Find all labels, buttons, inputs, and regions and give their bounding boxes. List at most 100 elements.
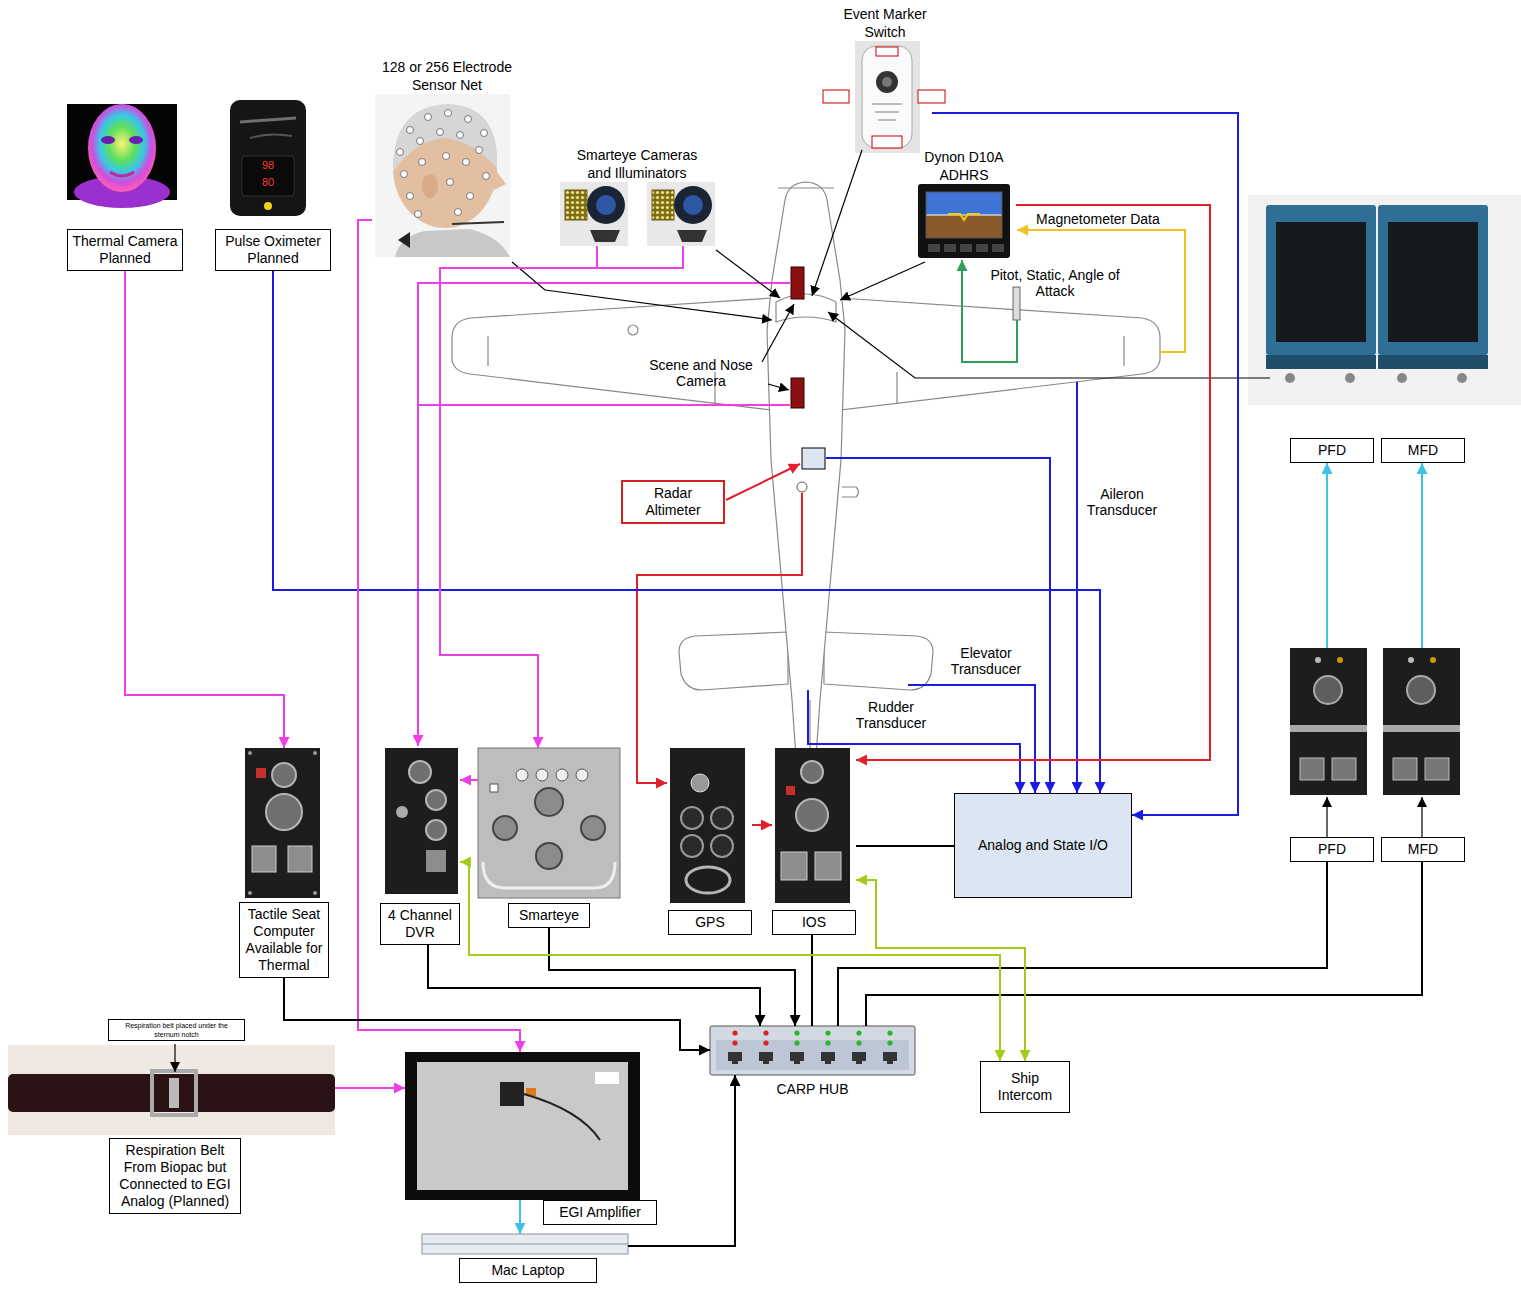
signal-connector xyxy=(1421,463,1423,648)
figure-area xyxy=(560,182,715,246)
signal-wire xyxy=(418,283,790,746)
belt-photo xyxy=(8,1045,335,1135)
thermal-image xyxy=(110,172,134,176)
node-text: 4 Channel DVR xyxy=(385,907,455,941)
device-panel xyxy=(385,748,458,894)
signal-connector xyxy=(125,271,284,748)
eeg-photo xyxy=(481,130,488,137)
aircraft-outline xyxy=(842,487,859,497)
node-text: Mac Laptop xyxy=(464,1262,592,1279)
display-photo xyxy=(1397,373,1407,383)
device-panel xyxy=(535,788,563,816)
amplifier-photo xyxy=(500,1082,524,1106)
belt-photo: Respiration Belt From Biopac but Connect… xyxy=(8,1045,335,1214)
node-heading: Event Marker Switch xyxy=(838,5,932,41)
display-photo xyxy=(1276,222,1366,342)
signal-connector xyxy=(932,113,1238,815)
device-panel xyxy=(1430,657,1436,663)
thermal-image xyxy=(67,104,177,208)
device-panel xyxy=(426,820,446,840)
leader-line xyxy=(840,262,925,300)
eeg-photo xyxy=(375,94,510,257)
caption-box: EGI Amplifier xyxy=(543,1200,657,1225)
node-text: Smarteye xyxy=(513,907,585,924)
signal-connector xyxy=(428,945,760,1026)
signal-connector xyxy=(460,779,478,781)
signal-wire xyxy=(418,230,1185,793)
device-panel xyxy=(248,751,252,755)
display-label: MFD xyxy=(1381,438,1465,463)
device-panel xyxy=(313,751,317,755)
aircraft-outline xyxy=(778,187,834,188)
eeg-photo xyxy=(455,209,462,216)
caption-box: Mac Laptop xyxy=(459,1258,597,1283)
leader-line xyxy=(175,150,1422,1072)
eeg-photo xyxy=(375,94,510,257)
leader-line xyxy=(1326,797,1327,837)
adhrs-photo xyxy=(926,192,1002,215)
display-photo xyxy=(1266,205,1376,355)
switch-photo: Event Marker Switch xyxy=(838,5,932,153)
device-panel xyxy=(711,835,733,857)
tracker-panel: Smarteye xyxy=(478,748,620,928)
camera-photo: Smarteye Cameras and Illuminators xyxy=(556,146,718,246)
node-heading: 128 or 256 Electrode Sensor Net xyxy=(372,58,522,94)
hub-device xyxy=(732,1040,737,1045)
eeg-photo xyxy=(415,211,422,218)
hub-device xyxy=(856,1040,861,1045)
intercom-box: Ship Intercom xyxy=(980,1061,1070,1113)
adhrs-photo xyxy=(960,244,972,252)
hub-device xyxy=(825,1030,830,1035)
device-panel xyxy=(409,761,431,783)
device-panel xyxy=(1314,676,1342,704)
eeg-photo xyxy=(393,104,497,172)
device-panel xyxy=(1332,758,1356,780)
amplifier-photo: EGI Amplifier xyxy=(405,1052,640,1200)
figure-area xyxy=(245,748,320,898)
device-panel xyxy=(1383,725,1460,732)
amplifier-photo xyxy=(405,1052,640,1200)
device-panel xyxy=(396,806,408,818)
display-unit: MFD xyxy=(1381,648,1465,862)
switch-photo xyxy=(862,46,912,148)
device-panel xyxy=(516,769,528,781)
camera-photo xyxy=(652,190,674,220)
signal-connector xyxy=(856,880,1025,1061)
figure-area xyxy=(422,1234,628,1254)
caption-box: GPS xyxy=(668,910,752,935)
node-text: MFD xyxy=(1386,841,1460,858)
node-text: Event Marker Switch xyxy=(838,5,932,41)
hub-device xyxy=(856,1030,861,1035)
camera-photo xyxy=(677,230,707,242)
camera-photo xyxy=(590,230,620,242)
eeg-photo xyxy=(401,171,408,178)
scene-camera xyxy=(791,378,804,408)
node-text: MFD xyxy=(1386,442,1460,459)
caption-box: PFD xyxy=(1290,438,1374,463)
device-panel xyxy=(1425,758,1449,780)
caption-box: Respiration belt placed under the sternu… xyxy=(108,1019,245,1041)
eeg-photo xyxy=(457,132,464,139)
figure-area xyxy=(405,1052,640,1200)
device-panel xyxy=(796,799,828,831)
node-text: Thermal Camera Planned xyxy=(72,233,178,267)
caption-box: IOS xyxy=(772,910,856,935)
transducer-label: Elevator Transducer xyxy=(946,645,1026,677)
device-panel xyxy=(1393,758,1417,780)
adhrs-photo xyxy=(928,244,940,252)
aircraft-sensor xyxy=(1013,287,1020,320)
figure-area xyxy=(918,184,1010,258)
camera-photo xyxy=(560,182,628,246)
leader-line xyxy=(762,304,794,362)
signal-connector xyxy=(1326,463,1328,648)
signal-wire xyxy=(908,685,1035,793)
eeg-photo xyxy=(397,110,490,218)
leader-line xyxy=(828,312,1270,378)
oximeter-reading: 80 xyxy=(262,176,292,189)
device-panel xyxy=(1383,648,1460,795)
belt-photo xyxy=(169,1078,179,1108)
switch-photo xyxy=(823,90,849,103)
eeg-photo xyxy=(463,159,470,166)
